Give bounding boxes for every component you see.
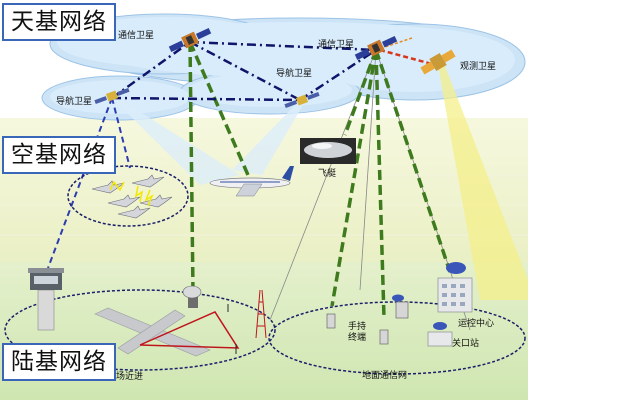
- runways: [94, 307, 211, 357]
- nav-beam-left: [112, 98, 240, 185]
- ops-center-label: 运控中心: [458, 319, 495, 329]
- navy-links: [111, 40, 377, 102]
- airfield-ellipse: [4, 289, 276, 371]
- obs-sat-label: 观测卫星: [460, 62, 497, 72]
- radar-dish-icon: [182, 285, 202, 308]
- comm-sat-right-label: 通信卫星: [318, 40, 355, 50]
- ops-center-icon: [437, 262, 473, 313]
- airliner-icon: [209, 166, 294, 197]
- air-group-ellipse: [67, 165, 189, 227]
- antenna-tower-icon: [255, 289, 267, 339]
- red-link: [379, 48, 433, 66]
- handheld-terminal-icons: [326, 301, 409, 345]
- nav-sat-left-label: 导航卫星: [56, 97, 93, 107]
- nav-beam-mid: [232, 100, 306, 175]
- airship-label: 飞艇: [318, 169, 337, 179]
- space-network-label: 天基网络: [2, 3, 116, 41]
- approach-path: [139, 311, 240, 349]
- nav-sat-mid-icon: [284, 91, 320, 109]
- comm-sat-right-icon: [354, 35, 398, 61]
- air-network-label: 空基网络: [2, 136, 116, 174]
- handheld-terminal-label: 手持 终端: [348, 322, 367, 343]
- obs-sat-icon: [420, 49, 456, 75]
- nav-sat-left-icon: [94, 87, 130, 105]
- lightning-links: [109, 180, 154, 207]
- ground-comm-net-label: 地面通信网: [362, 371, 408, 381]
- obs-sat-beam: [438, 66, 528, 300]
- control-tower-icon: [28, 268, 64, 331]
- green-links: [188, 41, 452, 319]
- comm-sat-left-icon: [168, 27, 212, 53]
- airship-icon: [300, 138, 356, 164]
- comm-sat-left-label: 通信卫星: [118, 31, 155, 41]
- radio-poles: [227, 304, 237, 354]
- approach-label: 场近进: [116, 372, 144, 382]
- terminal-dish-icon: [392, 294, 404, 302]
- nav-sat-mid-label: 导航卫星: [276, 69, 313, 79]
- blue-links: [47, 97, 131, 269]
- ground-network-label: 陆基网络: [2, 343, 116, 381]
- gateway-station-icon: [427, 322, 453, 347]
- gateway-label: 关口站: [452, 339, 480, 349]
